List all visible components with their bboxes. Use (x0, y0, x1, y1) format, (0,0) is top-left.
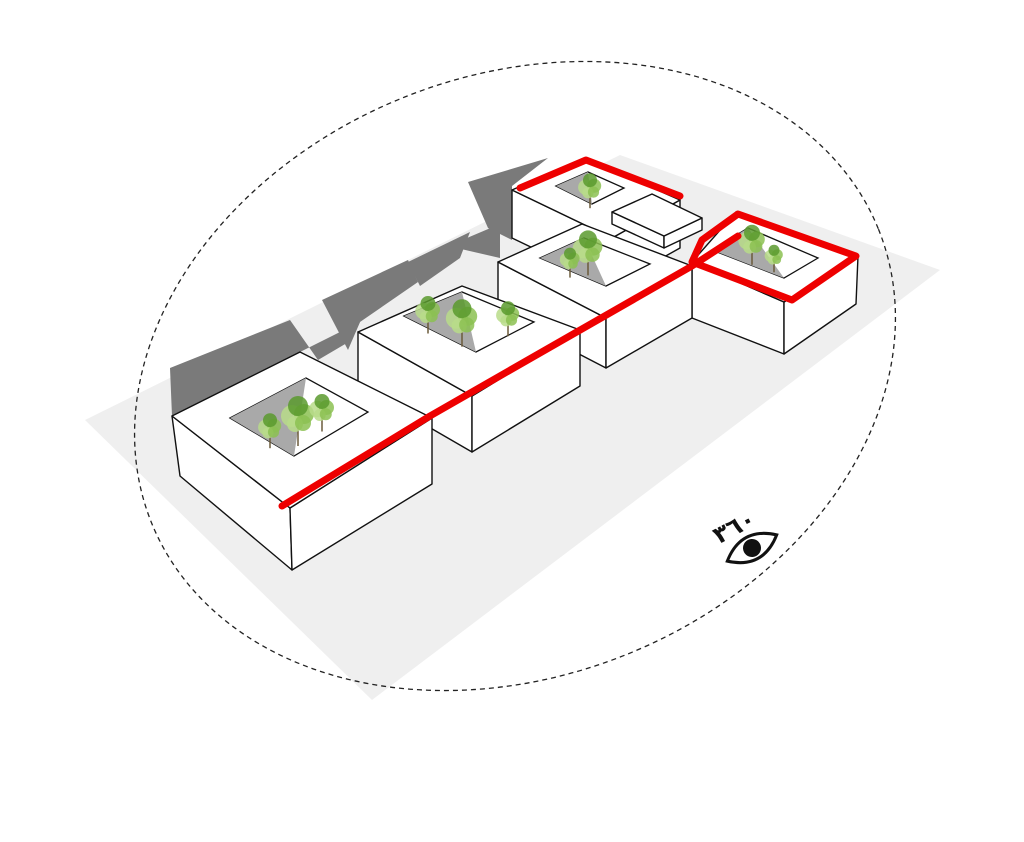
walking-route-loop (516, 156, 684, 200)
courtyard-trees (258, 173, 783, 449)
tree-icon (445, 299, 478, 347)
tree-icon (496, 301, 520, 337)
tree-icon (415, 296, 440, 334)
tree-icon (309, 394, 334, 432)
eye-icon (725, 531, 779, 565)
tree-icon (559, 247, 580, 278)
tree-icon (281, 396, 314, 446)
view-orbit-path (133, 60, 897, 692)
building-block-6 (611, 193, 703, 249)
tree-icon (572, 230, 603, 276)
tree-icon (578, 173, 602, 209)
eye-viewpoint: ٣٦٠ (708, 504, 779, 565)
tree-icon (258, 413, 282, 449)
cast-shadows (170, 158, 548, 416)
walking-route-right (688, 210, 860, 304)
tree-icon (764, 244, 783, 273)
tree-icon (738, 224, 765, 265)
walking-route-main (278, 232, 742, 510)
